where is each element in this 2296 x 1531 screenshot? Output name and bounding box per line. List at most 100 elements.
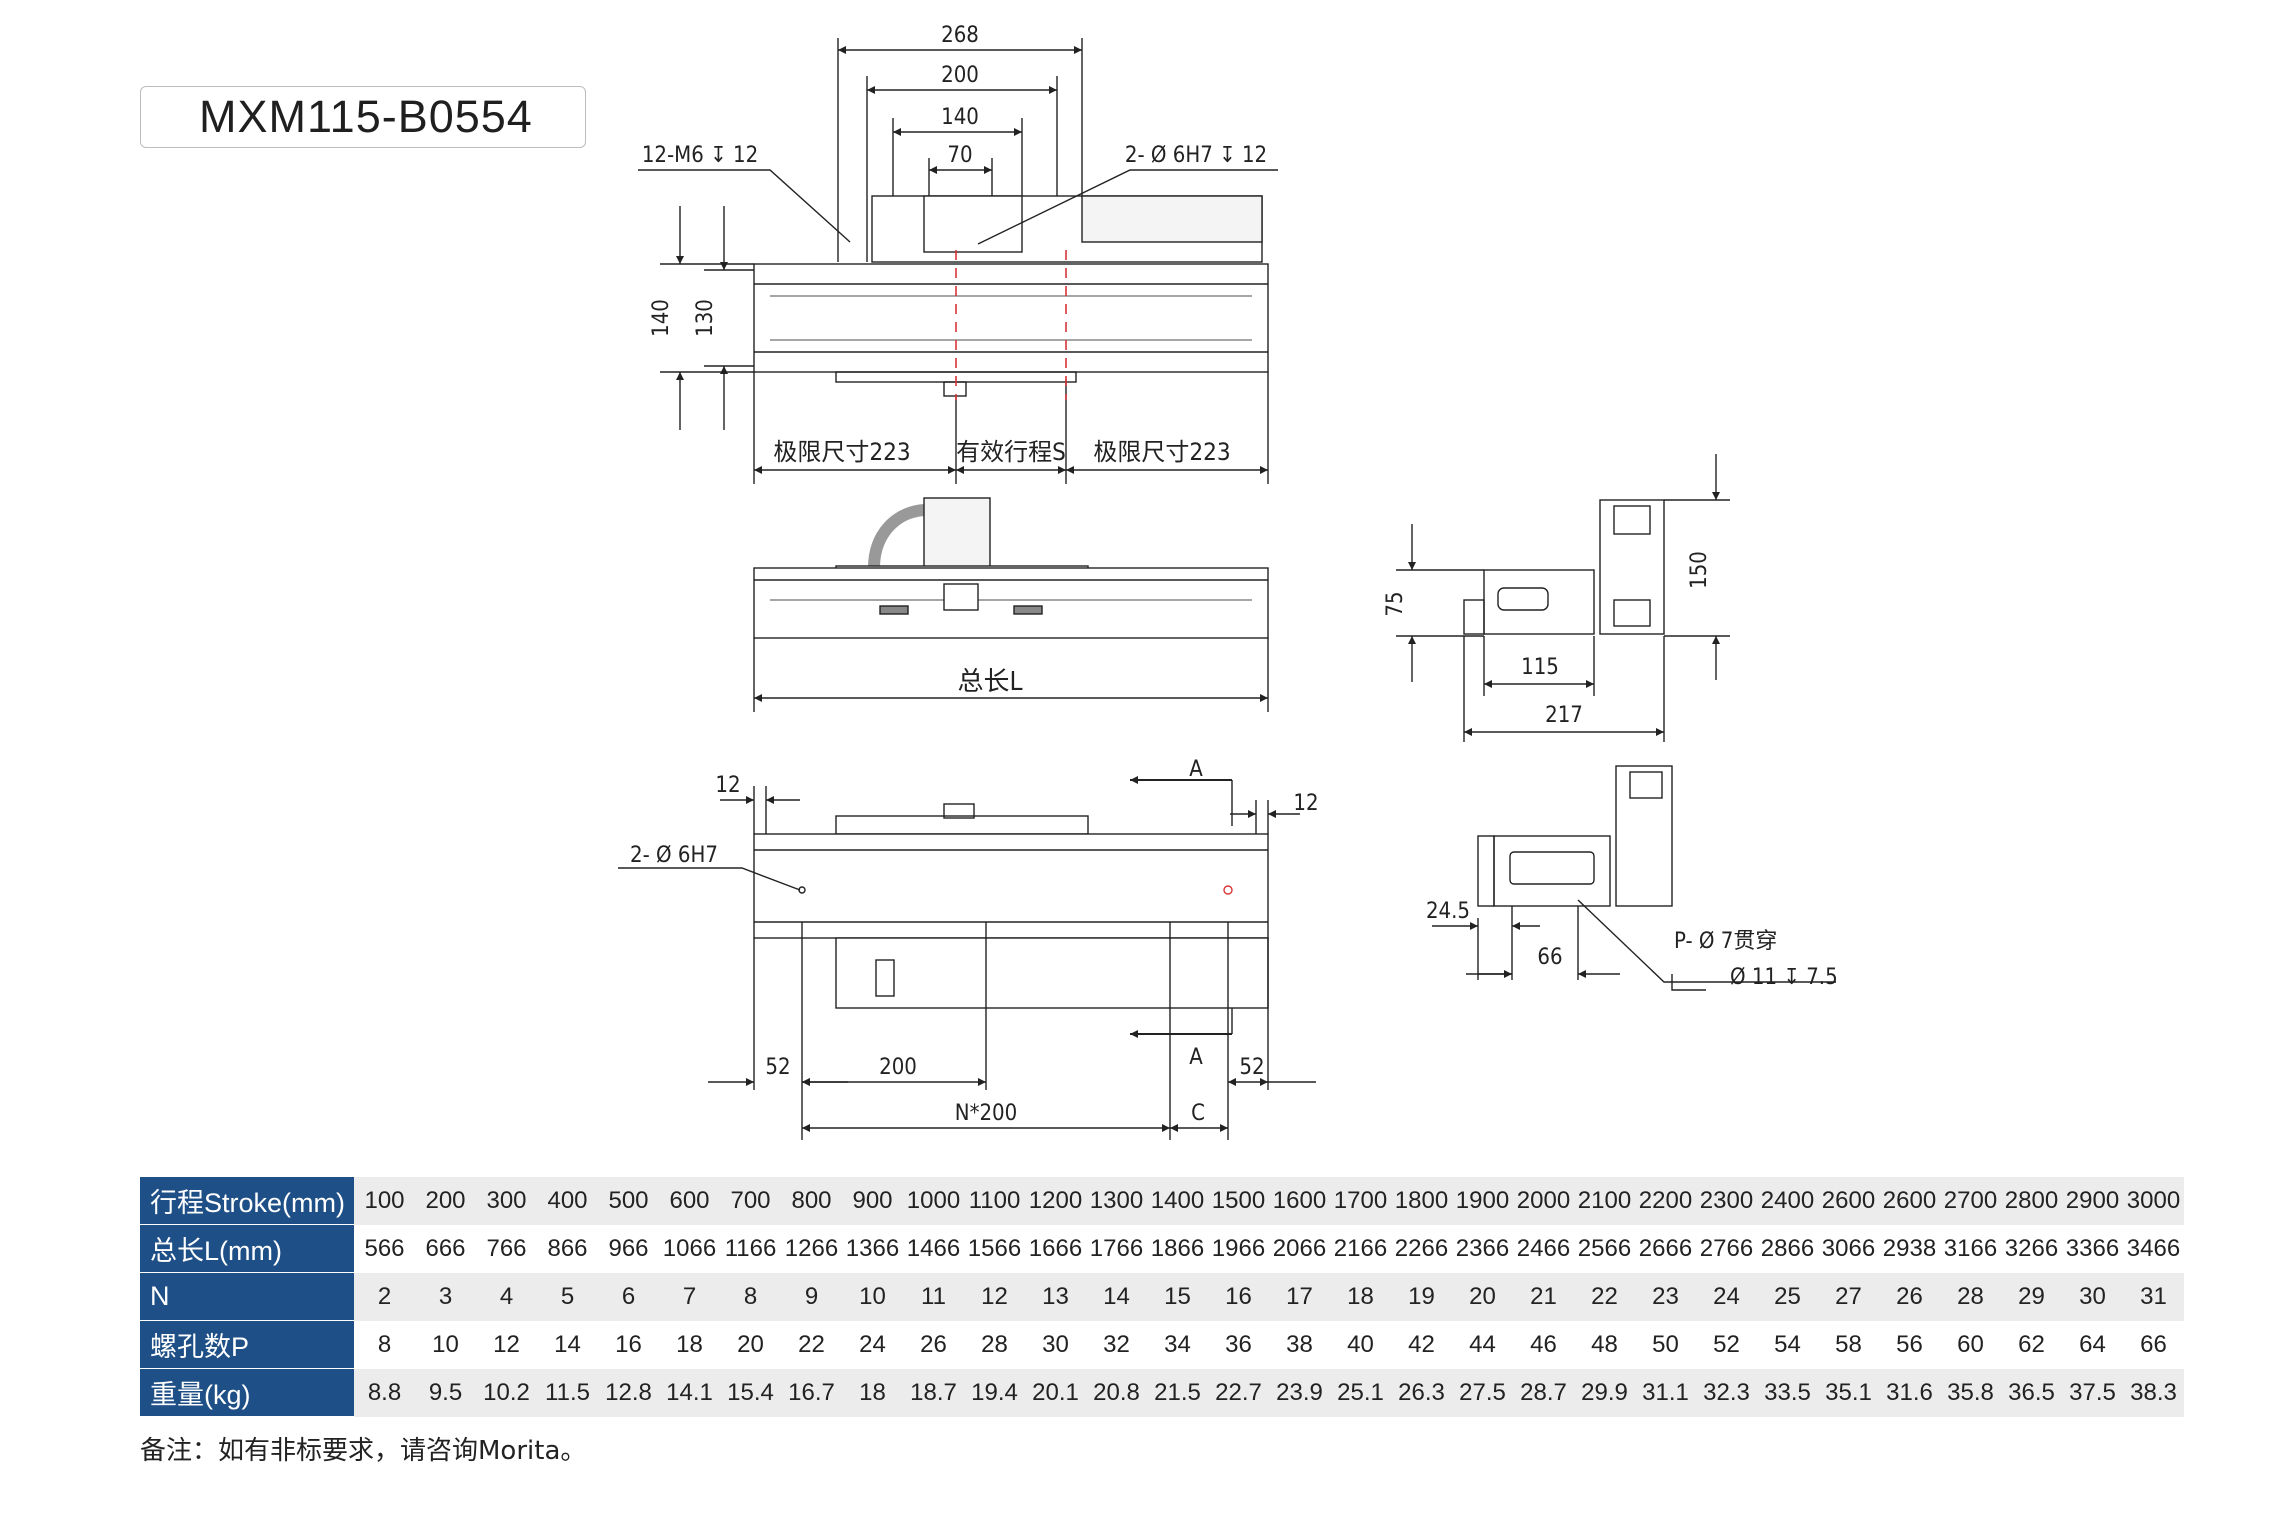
table-cell: 9.5 [415,1368,476,1417]
table-cell: 1200 [1025,1177,1086,1225]
table-cell: 31.1 [1635,1368,1696,1417]
table-cell: 6 [598,1272,659,1321]
table-cell: 19 [1391,1272,1452,1321]
table-cell: 19.4 [964,1368,1025,1417]
table-cell: 20.1 [1025,1368,1086,1417]
table-cell: 2166 [1330,1224,1391,1273]
row-header: 行程Stroke(mm) [140,1177,354,1225]
table-cell: 12 [964,1272,1025,1321]
table-cell: 22 [1574,1272,1635,1321]
dim-217: 217 [1545,703,1583,728]
table-cell: 1600 [1269,1177,1330,1225]
table-cell: 36.5 [2001,1368,2062,1417]
table-cell: 26.3 [1391,1368,1452,1417]
table-cell: 1100 [964,1177,1025,1225]
end-view [1396,454,1730,742]
table-cell: 1066 [659,1224,720,1273]
table-cell: 10 [842,1272,903,1321]
dim-12-right: 12 [1293,791,1318,816]
table-cell: 15.4 [720,1368,781,1417]
table-cell: 9 [781,1272,842,1321]
table-cell: 16.7 [781,1368,842,1417]
dim-75: 75 [1383,591,1408,616]
table-cell: 30 [1025,1320,1086,1369]
table-cell: 766 [476,1224,537,1273]
section-a-bottom: A [1189,1045,1203,1070]
table-cell: 7 [659,1272,720,1321]
table-cell: 22 [781,1320,842,1369]
table-cell: 3166 [1940,1224,2001,1273]
row-header: 螺孔数P [140,1320,354,1369]
table-cell: 200 [415,1177,476,1225]
table-cell: 14.1 [659,1368,720,1417]
table-cell: 66 [2123,1320,2184,1369]
table-cell: 2466 [1513,1224,1574,1273]
table-cell: 966 [598,1224,659,1273]
table-cell: 32.3 [1696,1368,1757,1417]
table-cell: 25 [1757,1272,1818,1321]
table-cell: 666 [415,1224,476,1273]
table-cell: 33.5 [1757,1368,1818,1417]
table-cell: 60 [1940,1320,2001,1369]
table-cell: 1966 [1208,1224,1269,1273]
section-view-labels: 24.5 66 P- Ø 7贯穿 Ø 11 ↧ 7.5 [1426,899,1838,990]
table-cell: 50 [1635,1320,1696,1369]
front-view [753,497,1269,712]
row-header: 总长L(mm) [140,1224,354,1273]
table-cell: 29.9 [1574,1368,1635,1417]
table-cell: 36 [1208,1320,1269,1369]
table-cell: 44 [1452,1320,1513,1369]
table-cell: 21.5 [1147,1368,1208,1417]
table-cell: 20 [720,1320,781,1369]
table-cell: 25.1 [1330,1368,1391,1417]
table-cell: 8 [720,1272,781,1321]
table-cell: 11.5 [537,1368,598,1417]
table-cell: 48 [1574,1320,1635,1369]
table-cell: 26 [1879,1272,1940,1321]
row-header: N [140,1272,354,1321]
table-cell: 566 [354,1224,415,1273]
table-cell: 16 [598,1320,659,1369]
table-cell: 37.5 [2062,1368,2123,1417]
table-cell: 2400 [1757,1177,1818,1225]
table-cell: 2000 [1513,1177,1574,1225]
table-cell: 16 [1208,1272,1269,1321]
table-cell: 8.8 [354,1368,415,1417]
table-cell: 29 [2001,1272,2062,1321]
table-cell: 1866 [1147,1224,1208,1273]
through-holes-label: P- Ø 7贯穿 [1674,929,1777,954]
table-cell: 30 [2062,1272,2123,1321]
table-cell: 1366 [842,1224,903,1273]
table-cell: 3466 [2123,1224,2184,1273]
table-cell: 40 [1330,1320,1391,1369]
technical-drawing: 268 200 140 70 12-M6 ↧ 12 2- Ø 6H7 ↧ 12 … [618,23,1838,1140]
table-cell: 56 [1879,1320,1940,1369]
table-cell: 2900 [2062,1177,2123,1225]
table-cell: 866 [537,1224,598,1273]
table-cell: 2600 [1879,1177,1940,1225]
table-cell: 2566 [1574,1224,1635,1273]
dim-130-left: 130 [693,299,718,337]
bottom-view [618,776,1316,1140]
table-cell: 1766 [1086,1224,1147,1273]
table-cell: 22.7 [1208,1368,1269,1417]
table-cell: 1900 [1452,1177,1513,1225]
n-pitch-label: N*200 [955,1101,1017,1126]
table-cell: 34 [1147,1320,1208,1369]
table-cell: 26 [903,1320,964,1369]
table-cell: 5 [537,1272,598,1321]
table-cell: 1266 [781,1224,842,1273]
table-cell: 23.9 [1269,1368,1330,1417]
dim-140-top: 140 [941,105,979,130]
dim-52-left: 52 [765,1055,790,1080]
table-cell: 2366 [1452,1224,1513,1273]
table-cell: 32 [1086,1320,1147,1369]
table-cell: 4 [476,1272,537,1321]
table-cell: 3000 [2123,1177,2184,1225]
table-cell: 100 [354,1177,415,1225]
table-cell: 2100 [1574,1177,1635,1225]
table-cell: 1400 [1147,1177,1208,1225]
